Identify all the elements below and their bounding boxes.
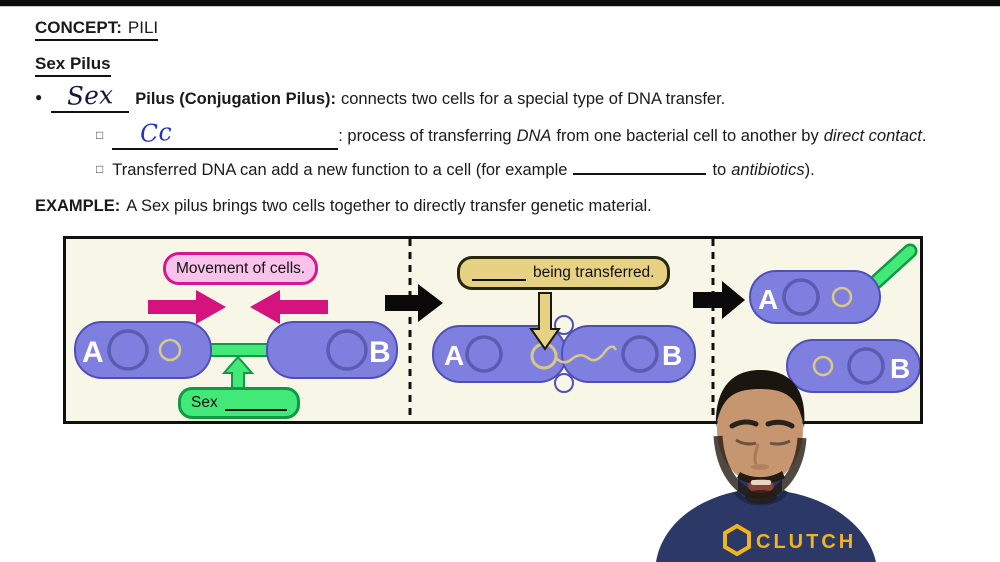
clutch-hexagon-logo-icon: [723, 523, 751, 557]
handwritten-cc: Cc: [139, 117, 174, 149]
sub1-direct-contact: direct contact: [823, 127, 922, 145]
fill-in-blank-sex: Sex: [51, 80, 130, 114]
cell-junction-notch: [554, 373, 574, 393]
cell-a-panel3: [749, 270, 881, 324]
cell-a-label: A: [444, 340, 464, 371]
fill-in-blank-resistance: [573, 173, 707, 175]
checkbox-icon: □: [96, 128, 104, 142]
cell-a-label: A: [82, 336, 104, 369]
plasmid-icon: [831, 286, 853, 308]
nucleoid-icon: [621, 335, 659, 373]
cell-a-panel1: [74, 321, 212, 379]
cell-a-label: A: [758, 284, 778, 315]
cell-b-label: B: [369, 336, 391, 369]
eyebrow-right: [765, 419, 795, 429]
sub2-t1: Transferred DNA can add a new function t…: [112, 161, 568, 179]
nucleoid-icon: [847, 347, 885, 385]
eye-right-closed: [769, 439, 791, 446]
arrow-down-tan-icon: [529, 292, 561, 351]
plasmid-icon: [158, 338, 182, 362]
sub2-antibiotics: antibiotics: [731, 161, 805, 179]
cell-b-label: B: [662, 340, 682, 371]
shirt-logo-text: CLUTCH: [756, 531, 856, 553]
fill-in-blank-dna: [472, 266, 526, 281]
nucleoid-icon: [326, 329, 368, 371]
section-heading: Sex Pilus: [35, 53, 111, 78]
eye-left-closed: [735, 438, 757, 446]
arrow-right-black-icon: [385, 284, 443, 322]
eyebrow-left: [729, 419, 759, 429]
transfer-label-text: being transferred.: [533, 264, 655, 281]
presenter-hair: [715, 370, 805, 428]
teeth: [751, 480, 771, 485]
video-top-bar: [0, 0, 1000, 7]
cell-b-panel3: [786, 339, 920, 393]
sub1-t2: from one bacterial cell to another by: [556, 127, 819, 145]
section-heading-text: Sex Pilus: [35, 53, 111, 78]
concept-heading: CONCEPT: PILI: [35, 17, 159, 42]
arrow-right-black-icon: [693, 281, 745, 319]
plasmid-icon: [812, 355, 834, 377]
concept-title: PILI: [127, 18, 159, 37]
sex-pilus-bridge: [207, 343, 270, 357]
movement-label-text: Movement of cells.: [176, 259, 306, 277]
bullet-line-sex-pilus: ● Sex Pilus (Conjugation Pilus): connects t…: [35, 80, 726, 114]
concept-underline: CONCEPT: PILI: [35, 17, 159, 42]
being-transferred-label: being transferred.: [457, 256, 670, 290]
example-label: EXAMPLE:: [35, 197, 121, 215]
nose-shadow: [751, 464, 769, 470]
fill-in-blank-conjugation: Cc: [112, 117, 339, 150]
dna-strand-icon: [555, 345, 618, 364]
checkbox-icon: □: [96, 162, 104, 176]
cell-b-label: B: [890, 353, 910, 384]
example-text: A Sex pilus brings two cells together to…: [126, 197, 652, 215]
example-line: EXAMPLE: A Sex pilus brings two cells tog…: [35, 196, 652, 217]
sex-label-text: Sex: [191, 394, 218, 411]
presenter-face: [717, 377, 803, 483]
presenter-shirt: [656, 476, 876, 562]
sub2-t2: to: [712, 161, 727, 179]
movement-of-cells-label: Movement of cells.: [163, 252, 319, 285]
cell-b-panel2: [561, 325, 696, 383]
handwritten-sex: Sex: [66, 80, 114, 111]
sub2-t3: ).: [804, 161, 815, 179]
concept-label: CONCEPT:: [35, 18, 122, 37]
sub1-dna: DNA: [516, 127, 552, 145]
diagram-canvas: A B A B A B: [74, 239, 920, 421]
mustache: [737, 471, 785, 484]
conjugation-diagram: A B A B A B Movement of cells.: [63, 236, 923, 424]
nucleoid-icon: [465, 335, 503, 373]
arrow-left-magenta-icon: [250, 290, 328, 324]
bullet-desc: connects two cells for a special type of…: [341, 90, 726, 108]
presenter-webcam: CLUTCH: [656, 370, 876, 562]
bullet-icon: ●: [35, 90, 43, 104]
sub1-t3: .: [921, 127, 927, 145]
sex-pilus-label: Sex: [178, 387, 300, 419]
cell-b-panel1: [266, 321, 398, 379]
sub-line-transferred-dna: □ Transferred DNA can add a new function …: [96, 160, 815, 181]
fill-in-blank-pilus: [224, 396, 287, 411]
nucleoid-icon: [782, 278, 820, 316]
bullet-term: Pilus (Conjugation Pilus):: [135, 90, 336, 108]
sub1-t1: : process of transferring: [338, 127, 512, 145]
nucleoid-icon: [107, 329, 149, 371]
chin-beard: [745, 490, 777, 504]
nose: [753, 443, 760, 465]
arrow-right-magenta-icon: [148, 290, 226, 324]
